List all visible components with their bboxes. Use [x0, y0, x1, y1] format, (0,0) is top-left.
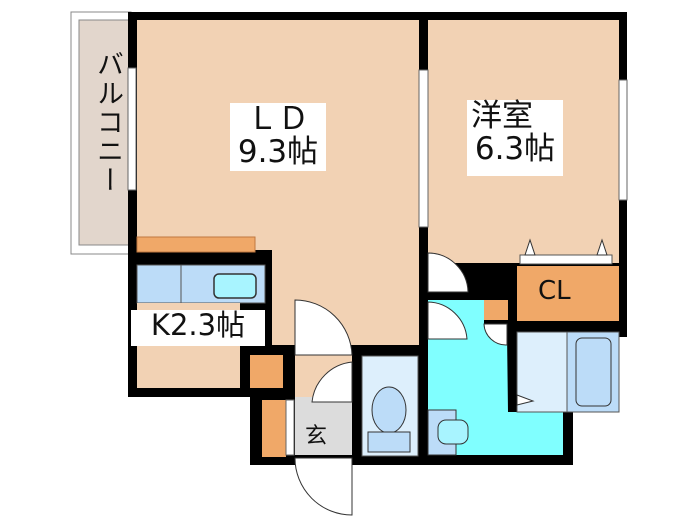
kitchen-size: 2.3帖: [169, 308, 246, 342]
ld-size: 9.3帖: [237, 133, 319, 170]
ld-label: ＬＤ 9.3帖: [230, 103, 326, 171]
closet-door-rail: [519, 254, 613, 265]
balcony-floor: [78, 19, 132, 246]
window: [285, 399, 295, 456]
shoe-storage: [262, 400, 286, 457]
storage: [250, 355, 283, 388]
closet: [517, 266, 619, 321]
western-room-size: 6.3帖: [474, 130, 556, 167]
window: [418, 69, 429, 228]
western-room-name: 洋室: [471, 98, 533, 134]
balcony-label: バルコニー: [92, 50, 123, 195]
door-swing: [427, 301, 468, 340]
storage: [484, 300, 508, 320]
bathtub-inner: [575, 337, 612, 407]
sink-icon: [213, 273, 257, 299]
entrance-door: [294, 457, 353, 516]
door-swing: [483, 323, 508, 346]
washbasin-bowl: [437, 419, 469, 445]
window: [127, 67, 137, 191]
closet-label: CL: [538, 276, 571, 306]
toilet-tank: [367, 431, 411, 453]
entrance-label: 玄: [305, 424, 328, 449]
ld-name: ＬＤ: [247, 101, 309, 137]
door-swing: [427, 252, 469, 293]
toilet-icon: [371, 386, 407, 434]
door-swing: [294, 299, 353, 356]
door-swing: [311, 361, 353, 403]
entrance-floor: [295, 397, 352, 455]
western-room-label: 洋室 6.3帖: [467, 100, 563, 176]
window: [618, 79, 628, 201]
kitchen-name: K: [150, 308, 170, 342]
kitchen-counter: [136, 236, 256, 253]
